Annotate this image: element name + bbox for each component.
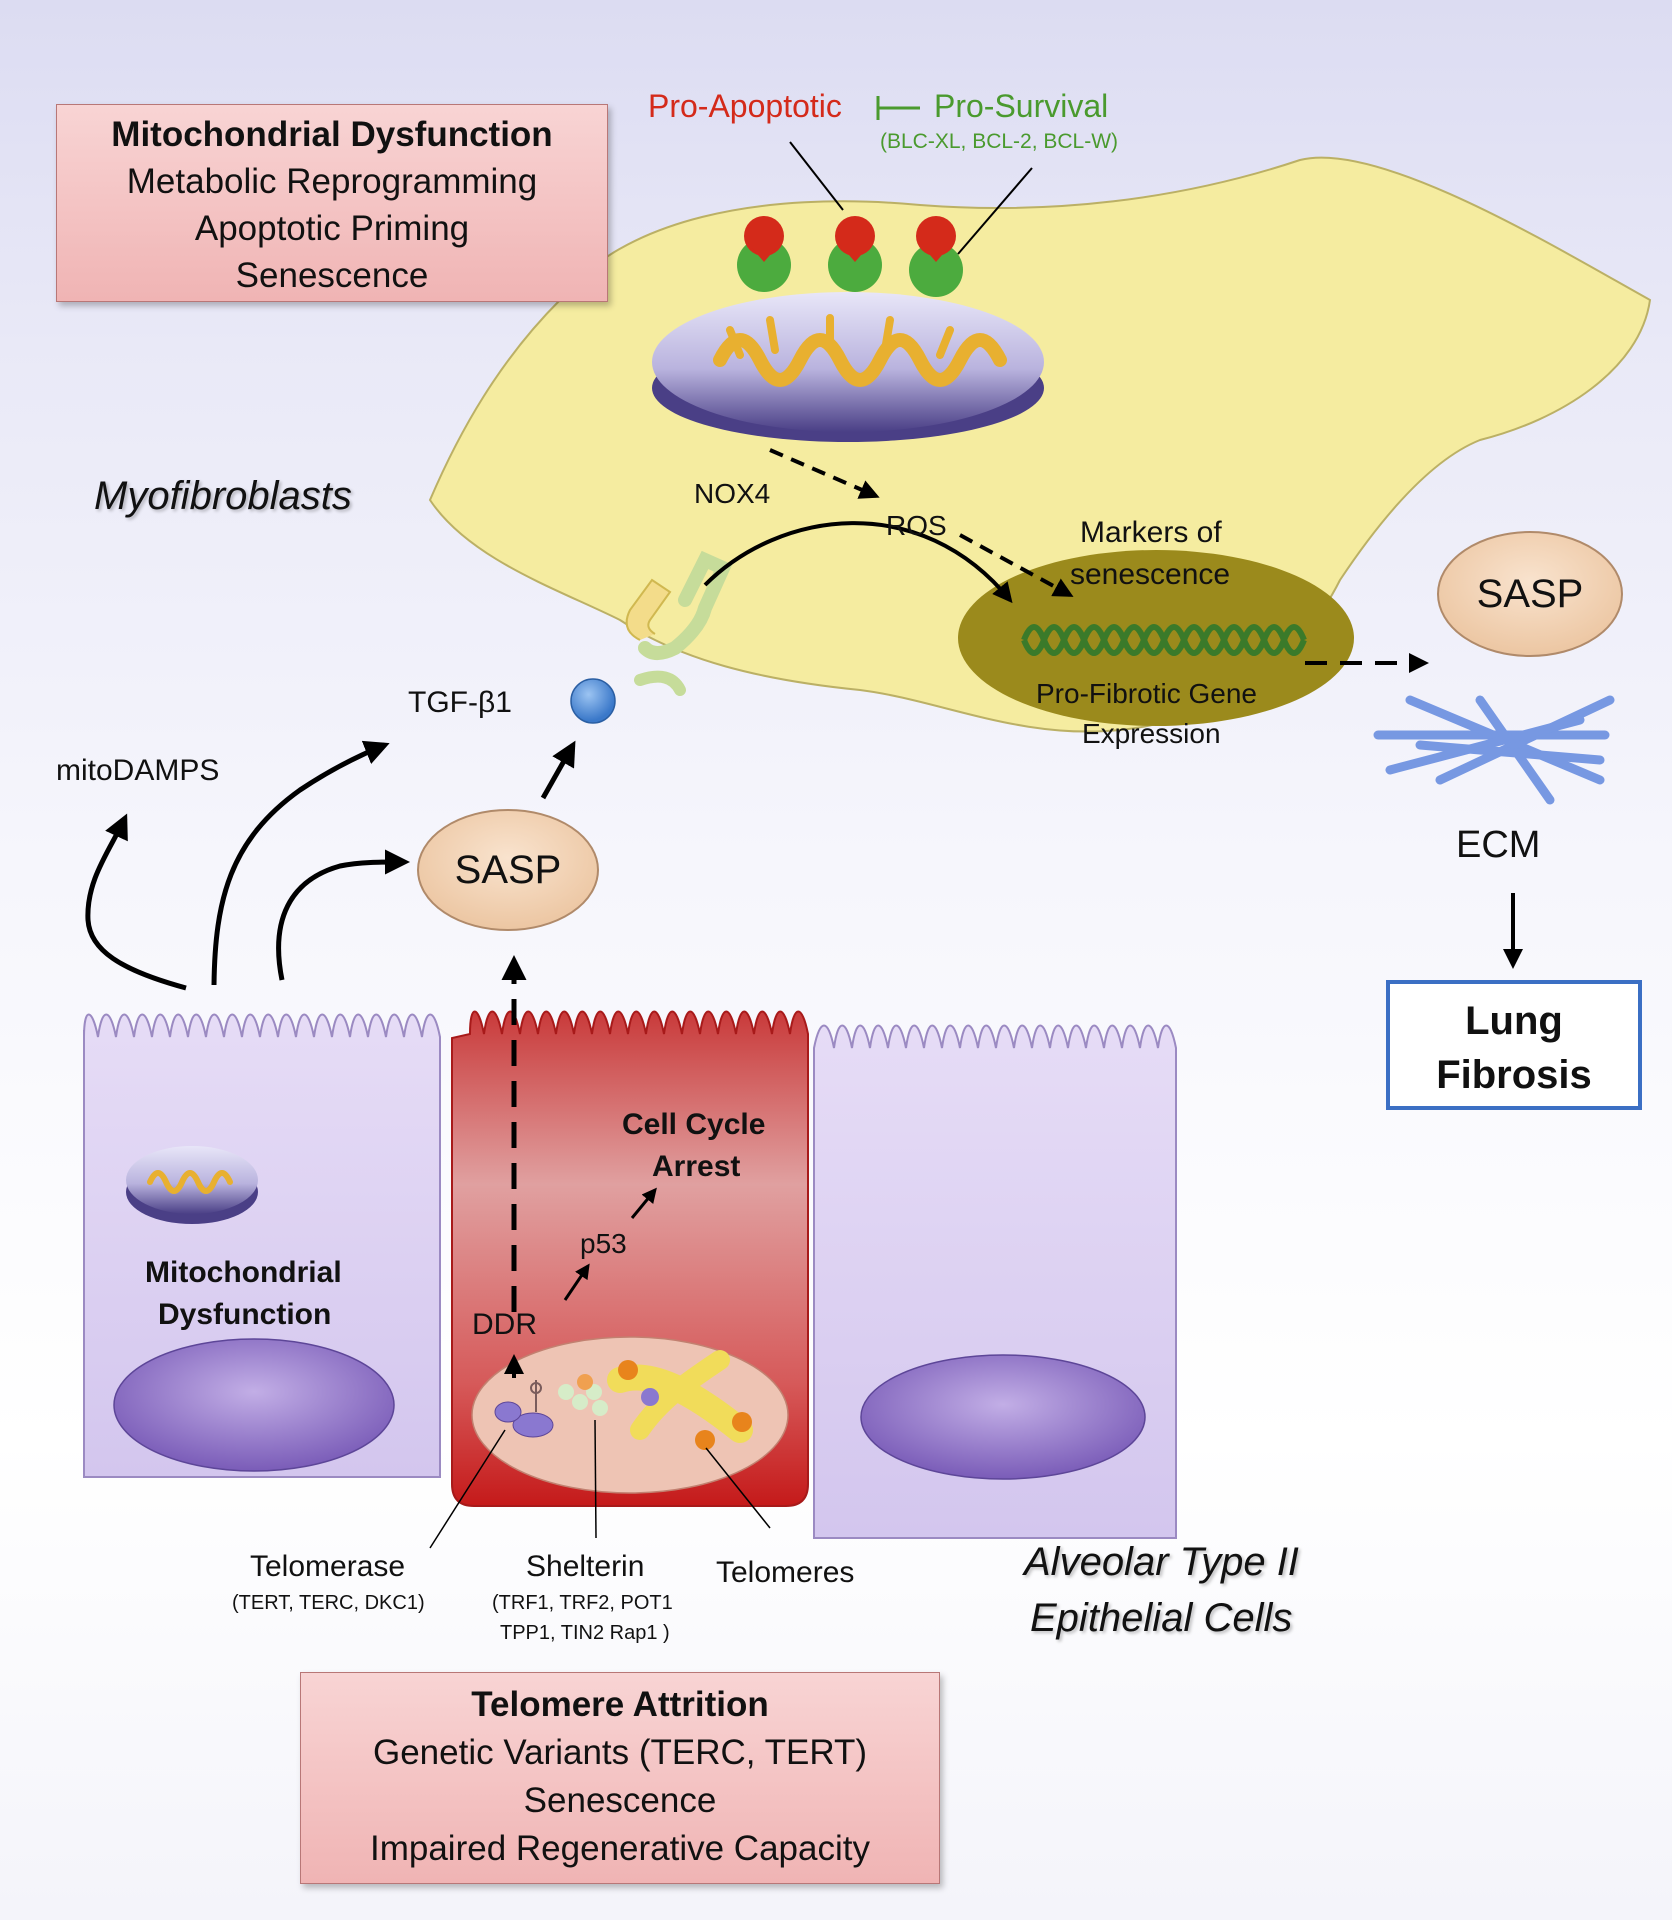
- at2-label-line1: Alveolar Type II: [1024, 1540, 1299, 1584]
- arrow-mito-to-nox4: [769, 448, 880, 499]
- mito-box-line: Metabolic Reprogramming: [126, 162, 538, 201]
- lung-fibrosis-line: Fibrosis: [1436, 1053, 1592, 1097]
- shelterin-sub-label-2: TPP1, TIN2 Rap1 ): [500, 1622, 670, 1644]
- sasp-right-label: SASP: [1476, 572, 1584, 616]
- sasp-center-label: SASP: [454, 848, 562, 892]
- telomere-box-line: Senescence: [523, 1781, 717, 1820]
- telomeres-label: Telomeres: [716, 1556, 855, 1589]
- telomerase-complex: [494, 1380, 554, 1438]
- arrow-to-sasp: [276, 849, 410, 981]
- nucleus-right: [860, 1354, 1146, 1480]
- arrow-sasp-to-tgf: [540, 740, 576, 800]
- markers-label-line1: Markers of: [1080, 516, 1222, 549]
- myofibroblast-cell: [428, 156, 1652, 733]
- markers-label-line2: senescence: [1070, 558, 1231, 591]
- shelterin-complex: [558, 1374, 608, 1416]
- mito-box-line: Apoptotic Priming: [194, 209, 470, 248]
- telomere-box-line: Impaired Regenerative Capacity: [370, 1829, 870, 1868]
- ecm-fibers: [1373, 695, 1615, 805]
- mito-dysfunction-box: Mitochondrial Dysfunction Metabolic Repr…: [56, 104, 608, 302]
- telomerase-sub-label: (TERT, TERC, DKC1): [232, 1592, 425, 1614]
- tgf-receptor: [570, 550, 733, 724]
- arrow-ros-to-nucleus: [959, 533, 1074, 597]
- ros-label: ROS: [886, 510, 947, 541]
- sasp-center-node: [417, 809, 599, 931]
- mitochondrion-small: [126, 1146, 258, 1224]
- bcl-members-label: (BLC-XL, BCL-2, BCL-W): [880, 130, 1119, 153]
- bcl-complexes: [737, 141, 1033, 297]
- profibrotic-label-line1: Pro-Fibrotic Gene: [1036, 678, 1257, 709]
- mito-box-title: Mitochondrial Dysfunction: [111, 115, 553, 154]
- inhibition-symbol: [876, 96, 920, 120]
- mito-box-line: Senescence: [235, 256, 429, 295]
- arrow-ddr-to-p53: [563, 1263, 590, 1301]
- arrow-to-tgf: [211, 740, 390, 986]
- telomerase-label: Telomerase: [250, 1550, 406, 1583]
- chromosome: [607, 1350, 753, 1450]
- cell-cycle-arrest-line2: Arrest: [652, 1150, 741, 1183]
- tgf-label: TGF-β1: [408, 686, 512, 719]
- pro-apoptotic-label: Pro-Apoptotic: [648, 88, 842, 124]
- ddr-label: DDR: [472, 1308, 537, 1341]
- ecm-label: ECM: [1456, 824, 1541, 866]
- at2-label-line2: Epithelial Cells: [1030, 1596, 1293, 1640]
- shelterin-label: Shelterin: [526, 1550, 645, 1583]
- arrow-to-mitodamps: [85, 813, 187, 991]
- lung-fibrosis-line: Lung: [1465, 999, 1563, 1043]
- lung-fibrosis-box: Lung Fibrosis: [1386, 980, 1642, 1110]
- mitodamps-label: mitoDAMPS: [56, 754, 220, 787]
- telomere-box-title: Telomere Attrition: [471, 1685, 769, 1724]
- profibrotic-label-line2: Expression: [1082, 718, 1221, 749]
- pro-survival-label: Pro-Survival: [934, 88, 1109, 124]
- nox4-label: NOX4: [694, 478, 771, 509]
- nucleus-left: [113, 1338, 395, 1472]
- p53-label: p53: [580, 1228, 627, 1259]
- telomere-attrition-box: Telomere Attrition Genetic Variants (TER…: [300, 1672, 940, 1884]
- cell-cycle-arrest-line1: Cell Cycle: [622, 1108, 766, 1141]
- mito-cell-label-line1: Mitochondrial: [145, 1256, 342, 1289]
- mito-cell-label-line2: Dysfunction: [158, 1298, 332, 1331]
- mitochondrion-large: [652, 292, 1044, 442]
- shelterin-sub-label-1: (TRF1, TRF2, POT1: [492, 1592, 673, 1614]
- myofibroblasts-label: Myofibroblasts: [94, 474, 352, 518]
- sasp-right-node: [1437, 531, 1623, 657]
- arrow-receptor-to-nucleus: [703, 521, 1013, 604]
- arrow-p53-to-arrest: [630, 1187, 657, 1219]
- telomere-box-line: Genetic Variants (TERC, TERT): [372, 1733, 868, 1772]
